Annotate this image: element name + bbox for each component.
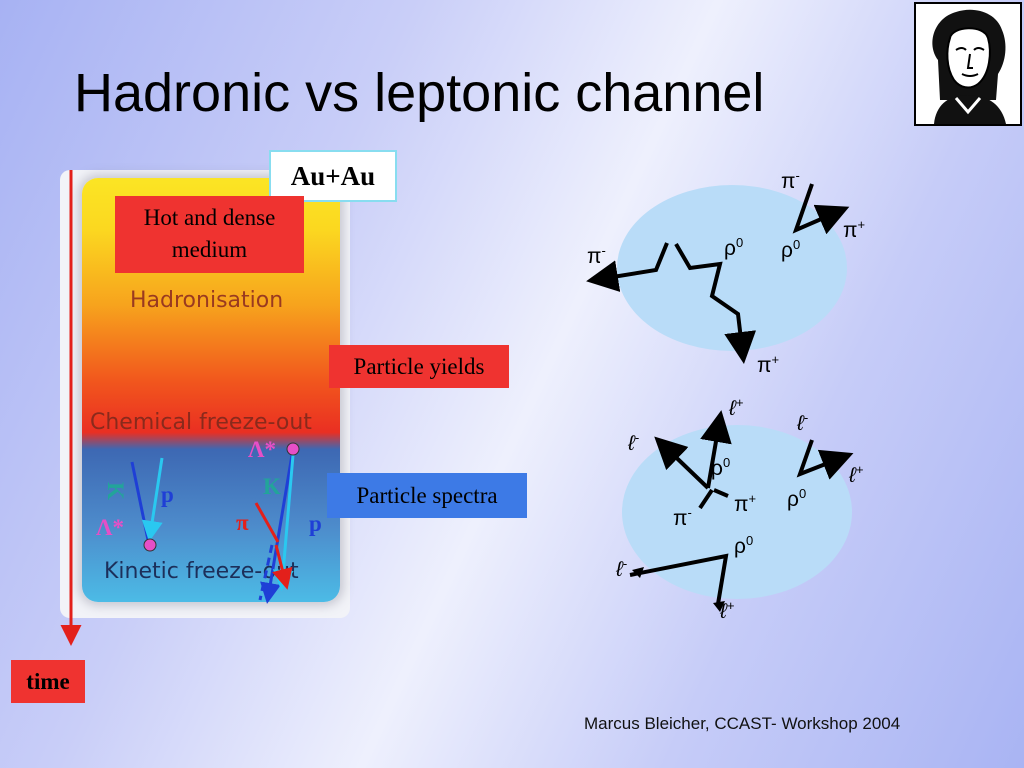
credit-footer: Marcus Bleicher, CCAST- Workshop 2004 bbox=[584, 714, 901, 733]
hadronic-pi-plus-track bbox=[674, 242, 757, 364]
rho-zero-label-2: ρ0 bbox=[781, 237, 801, 262]
kaon-label-right: K bbox=[263, 474, 281, 499]
lepton-minus-arrowhead bbox=[632, 567, 644, 578]
pion-stub-right bbox=[713, 488, 729, 498]
pi-plus-label-lepton: π+ bbox=[734, 491, 757, 516]
pi-plus-label-right: π+ bbox=[843, 217, 866, 242]
lepton-pair-inside bbox=[629, 553, 729, 605]
kaon-track-right bbox=[260, 454, 294, 604]
hadronic-pi-minus-track bbox=[586, 242, 669, 292]
proton-label-left: p bbox=[161, 482, 174, 507]
portrait-drawing bbox=[932, 9, 1006, 124]
time-label: time bbox=[11, 660, 85, 703]
lambda-label-right: Λ* bbox=[248, 437, 276, 462]
hot-medium-line2: medium bbox=[171, 237, 248, 262]
proton-track-right bbox=[272, 454, 295, 591]
lambda-label-left: Λ* bbox=[96, 515, 124, 540]
hadronic-fireball bbox=[617, 185, 847, 351]
portrait-logo bbox=[914, 2, 1022, 126]
hot-medium-box: Hot and dense medium bbox=[115, 196, 304, 273]
lepton-plus-arrowhead bbox=[713, 601, 725, 612]
pion-track-dashed bbox=[258, 544, 274, 601]
lepton-minus-label-1: ℓ- bbox=[797, 410, 809, 435]
kaon-label-left: K bbox=[102, 482, 128, 500]
rho-zero-label-3: ρ0 bbox=[711, 455, 731, 480]
lepton-minus-label-3: ℓ- bbox=[616, 556, 628, 581]
hot-medium-line1: Hot and dense bbox=[143, 205, 276, 230]
pi-minus-label-top: π- bbox=[781, 168, 800, 193]
lambda-decay-vertex-left bbox=[143, 538, 157, 552]
kaon-track-left bbox=[130, 461, 150, 541]
particle-spectra-box: Particle spectra bbox=[327, 473, 527, 518]
lambda-decay-vertex-right bbox=[286, 442, 300, 456]
pi-plus-label-bottom: π+ bbox=[757, 352, 780, 377]
hadronic-rho-decay-outside bbox=[792, 183, 850, 235]
pi-minus-label-left: π- bbox=[587, 243, 606, 268]
lepton-pair-outside bbox=[796, 439, 854, 480]
pion-track bbox=[254, 502, 280, 543]
pion-label: π bbox=[236, 510, 249, 535]
hadronisation-label: Hadronisation bbox=[130, 288, 284, 313]
lepton-plus-label-2: ℓ+ bbox=[849, 462, 864, 487]
proton-track-left bbox=[141, 457, 164, 542]
lepton-plus-label-1: ℓ+ bbox=[729, 395, 744, 420]
rho-zero-label-1: ρ0 bbox=[724, 235, 744, 260]
lepton-plus-track bbox=[700, 410, 732, 489]
lepton-minus-track bbox=[654, 436, 710, 490]
proton-label-right: p bbox=[309, 511, 322, 536]
lepton-minus-label-2: ℓ- bbox=[628, 430, 640, 455]
rho-zero-label-4: ρ0 bbox=[787, 486, 807, 511]
slide-title: Hadronic vs leptonic channel bbox=[74, 63, 765, 123]
rho-zero-label-5: ρ0 bbox=[734, 533, 754, 558]
lepton-plus-label-3: ℓ+ bbox=[720, 598, 735, 623]
collision-label: Au+Au bbox=[269, 150, 397, 202]
pi-minus-label-lepton: π- bbox=[673, 505, 692, 530]
pion-track-rescattered bbox=[272, 544, 293, 590]
pion-stub-left bbox=[698, 488, 714, 510]
particle-yields-box: Particle yields bbox=[329, 345, 509, 388]
chemical-freezeout-label: Chemical freeze-out bbox=[90, 410, 312, 435]
